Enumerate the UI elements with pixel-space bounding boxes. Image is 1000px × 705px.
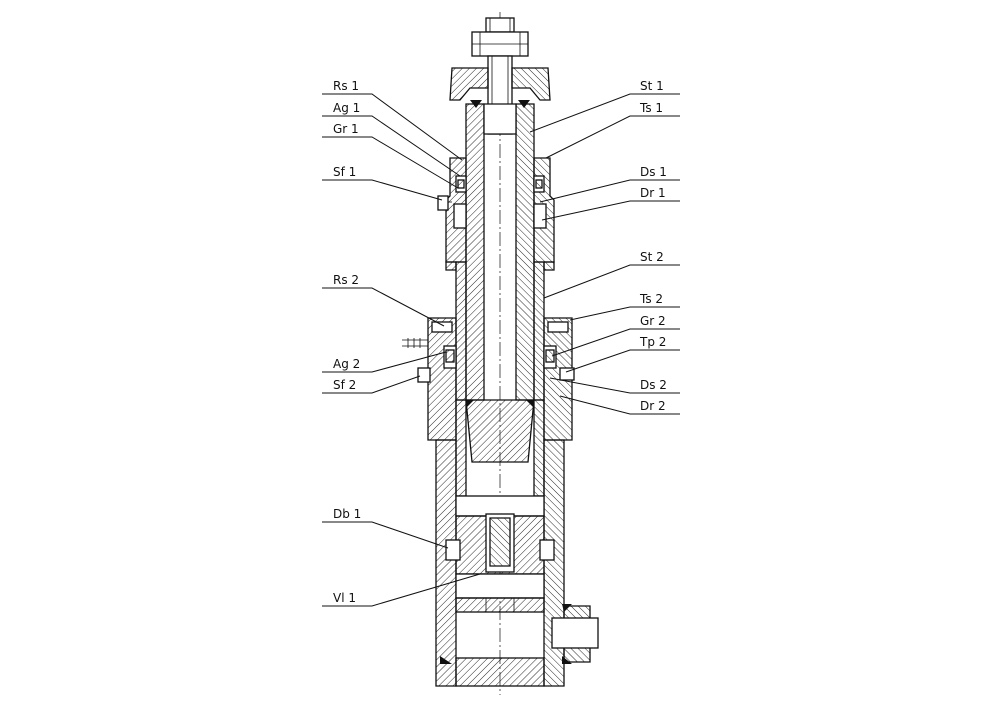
callout-dr1: Dr 1 bbox=[541, 186, 680, 221]
side-port bbox=[440, 604, 599, 664]
callout-db1: Db 1 bbox=[322, 507, 449, 549]
callout-st1: St 1 bbox=[529, 79, 680, 133]
callout-ts1: Ts 1 bbox=[545, 101, 680, 159]
callout-ag2: Ag 2 bbox=[322, 351, 447, 373]
callout-ts2: Ts 2 bbox=[569, 292, 680, 321]
label-rs2: Rs 2 bbox=[333, 273, 359, 287]
callout-gr2: Gr 2 bbox=[551, 314, 680, 357]
valve-block bbox=[445, 495, 555, 613]
label-st2: St 2 bbox=[640, 250, 664, 264]
callout-st2: St 2 bbox=[543, 250, 680, 299]
tube-st2 bbox=[445, 261, 555, 401]
callout-vl1: Vl 1 bbox=[322, 573, 481, 607]
callout-ds2: Ds 2 bbox=[549, 377, 680, 394]
label-sf1: Sf 1 bbox=[333, 165, 356, 179]
callout-rs1: Rs 1 bbox=[322, 79, 463, 161]
top-nut bbox=[471, 17, 529, 57]
callout-dr2: Dr 2 bbox=[559, 395, 680, 415]
callout-sf1: Sf 1 bbox=[322, 165, 443, 201]
plunger-st1 bbox=[465, 103, 535, 401]
callout-rs2: Rs 2 bbox=[322, 273, 445, 327]
label-gr2: Gr 2 bbox=[640, 314, 666, 328]
callout-ag1: Ag 1 bbox=[322, 101, 461, 177]
label-ag2: Ag 2 bbox=[333, 357, 360, 371]
callout-gr1: Gr 1 bbox=[322, 122, 459, 189]
label-st1: St 1 bbox=[640, 79, 664, 93]
label-rs1: Rs 1 bbox=[333, 79, 359, 93]
top-saddle bbox=[449, 67, 551, 108]
callout-ds1: Ds 1 bbox=[539, 165, 680, 203]
upper-gland bbox=[437, 157, 555, 263]
label-ts1: Ts 1 bbox=[639, 101, 663, 115]
label-gr1: Gr 1 bbox=[333, 122, 359, 136]
label-dr2: Dr 2 bbox=[640, 399, 666, 413]
label-vl1: Vl 1 bbox=[333, 591, 356, 605]
label-tp2: Tp 2 bbox=[639, 335, 666, 349]
label-ag1: Ag 1 bbox=[333, 101, 360, 115]
label-ds1: Ds 1 bbox=[640, 165, 667, 179]
label-ts2: Ts 2 bbox=[639, 292, 663, 306]
callout-sf2: Sf 2 bbox=[322, 375, 421, 394]
label-ds2: Ds 2 bbox=[640, 378, 667, 392]
label-db1: Db 1 bbox=[333, 507, 361, 521]
label-dr1: Dr 1 bbox=[640, 186, 666, 200]
label-sf2: Sf 2 bbox=[333, 378, 356, 392]
piston-head bbox=[465, 399, 535, 463]
callout-tp2: Tp 2 bbox=[565, 335, 680, 373]
